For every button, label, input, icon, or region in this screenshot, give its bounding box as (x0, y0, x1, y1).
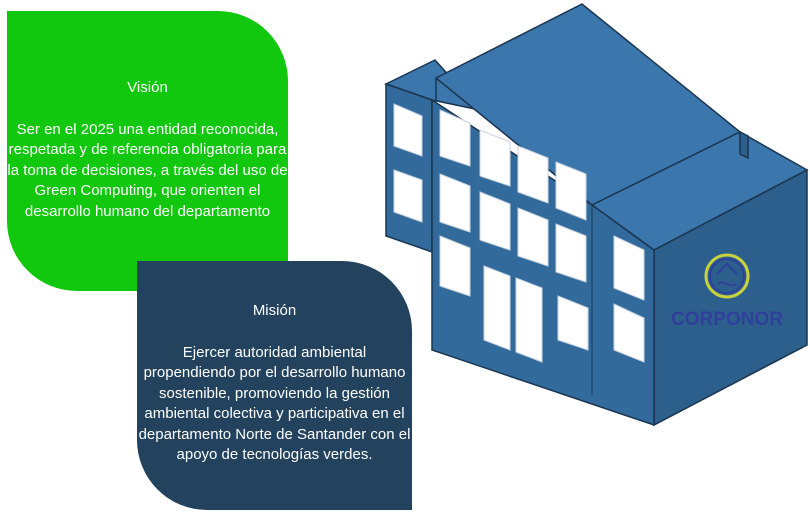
window (517, 145, 549, 204)
logo-ring (704, 253, 750, 299)
window (555, 223, 587, 283)
building-front-left (385, 82, 433, 254)
doors (483, 265, 543, 363)
logo-roof-shape (716, 262, 738, 275)
building-side-upper (739, 130, 749, 160)
mision-title: Misión (252, 302, 297, 320)
vision-body: Ser en el 2025 una entidad reconocida, r… (7, 120, 288, 220)
vision-title: Visión (127, 79, 168, 96)
building-svg: CORPONOR (384, 3, 809, 427)
windows (393, 103, 645, 363)
window (613, 235, 645, 301)
vision-card: Visión Ser en el 2025 una entidad recono… (7, 11, 288, 291)
window (439, 235, 471, 297)
logo-ring-inner (709, 258, 745, 294)
mision-card: Misión Ejercer autoridad ambiental prope… (137, 261, 412, 510)
window (613, 303, 645, 363)
window (393, 103, 423, 157)
corponor-logo: CORPONOR (671, 253, 783, 330)
mision-body: Ejercer autoridad ambiental propendiendo… (138, 343, 411, 464)
logo-text: CORPONOR (671, 309, 783, 330)
window (479, 129, 511, 187)
logo-waves (717, 281, 737, 287)
window (439, 109, 471, 167)
window (555, 161, 587, 221)
window (479, 191, 511, 251)
window (393, 169, 423, 223)
door (515, 277, 543, 363)
building-illustration: CORPONOR (382, 0, 810, 430)
window (517, 207, 549, 267)
window (439, 173, 471, 233)
window (557, 295, 589, 351)
door (483, 265, 511, 351)
